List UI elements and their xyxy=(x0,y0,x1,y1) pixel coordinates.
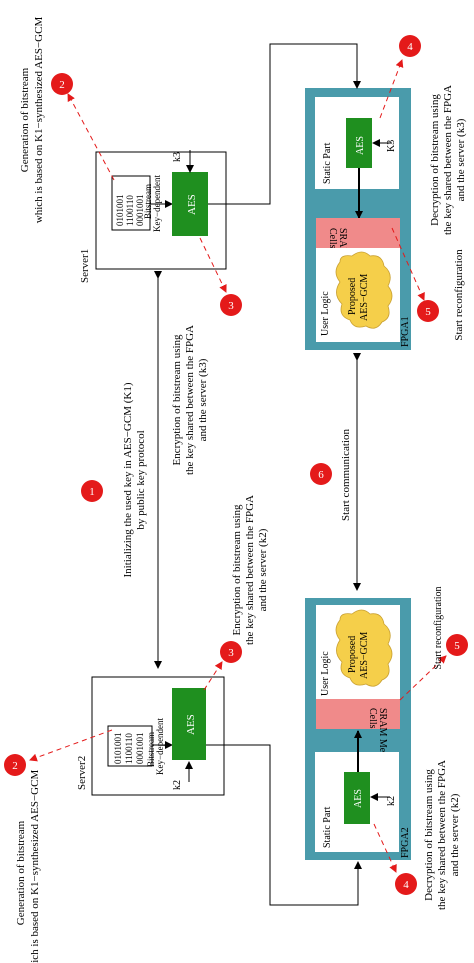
dash-2-top xyxy=(67,93,115,181)
server1-to-fpga1-link xyxy=(208,43,361,205)
enc-k2-line1: Encryption of bitstream using xyxy=(231,504,243,636)
server2-bits-2: 1100110 xyxy=(124,733,134,764)
fpga1-proposed-line1: Proposed xyxy=(347,278,358,315)
badge-4-bottom: 4 xyxy=(395,873,417,895)
server1-label: Server1 xyxy=(79,249,91,283)
fpga1-sram xyxy=(316,218,400,248)
server2-bitstream xyxy=(107,725,153,767)
fpga2: User Logic Proposed AES−GCM SRAM Memory … xyxy=(305,598,411,860)
svg-text:5: 5 xyxy=(425,306,431,318)
dash-3-bottom xyxy=(203,661,223,691)
fpga2-aes-label: AES xyxy=(353,789,364,808)
svg-text:4: 4 xyxy=(407,41,413,53)
svg-text:3: 3 xyxy=(228,647,234,659)
server1: Server1 0101001 1100110 0001001 Key−depe… xyxy=(79,150,227,283)
dash-5-bottom xyxy=(399,655,447,701)
server2-bitstream-label-2: Bitstream xyxy=(146,732,156,767)
fpga2-static-part: Static Part xyxy=(322,806,333,848)
gen-top-line1: Generation of bitstream xyxy=(19,67,31,172)
dec-k2-line2: the key shared between the FPGA xyxy=(436,760,448,910)
start-comm: Start communication xyxy=(340,429,352,521)
init-line2: by public key protocol xyxy=(135,430,147,529)
svg-text:5: 5 xyxy=(454,640,460,652)
svg-text:3: 3 xyxy=(228,300,234,312)
enc-k3-line2: the key shared between the FPGA xyxy=(184,325,196,475)
dash-4-top xyxy=(379,59,404,119)
fpga1-user-logic: User Logic xyxy=(320,291,331,336)
svg-text:1: 1 xyxy=(89,486,95,498)
fpga2-proposed-line2: AES−GCM xyxy=(359,632,370,679)
svg-text:6: 6 xyxy=(318,469,324,481)
server2-aes-label: AES xyxy=(185,714,197,735)
svg-text:4: 4 xyxy=(403,879,409,891)
enc-k3-line3: and the server (k3) xyxy=(197,358,209,441)
server1-bits-3: 0001001 xyxy=(135,195,145,227)
server2-aes xyxy=(172,688,206,760)
badge-2-top: 2 xyxy=(51,73,73,95)
server1-bits-1: 0101001 xyxy=(115,195,125,227)
fpga2-sram xyxy=(316,699,400,729)
fpga1-proposed-line2: AES−GCM xyxy=(359,274,370,321)
init-line1: Initializing the used key in AES−GCM (K1… xyxy=(122,382,134,577)
server2: Server2 0101001 1100110 0001001 Key−depe… xyxy=(76,676,225,796)
server1-aes-label: AES xyxy=(186,194,198,215)
svg-text:2: 2 xyxy=(59,79,65,91)
gen-bottom-line1: Generation of bitstream xyxy=(15,820,27,925)
fpga2-proposed-line1: Proposed xyxy=(347,636,358,673)
fpga2-sram-line1: SRAM Memory xyxy=(377,708,388,773)
fpga2-user-logic: User Logic xyxy=(320,651,331,696)
server1-bitstream xyxy=(111,175,151,231)
badge-1: 1 xyxy=(81,480,103,502)
server2-key-label: k2 xyxy=(172,780,183,790)
fpga2-sram-line2: Cells xyxy=(367,708,378,729)
start-reconf-bottom: Start reconfiguration xyxy=(433,586,444,669)
dec-k3-line2: the key shared between the FPGA xyxy=(442,85,454,235)
badge-5-bottom: 5 xyxy=(446,634,468,656)
badge-3-bottom: 3 xyxy=(220,641,242,663)
fpga1-proposed-cloud xyxy=(335,251,393,329)
server1-bitstream-label-2: Bitstream xyxy=(143,184,153,219)
badge-2-bottom: 2 xyxy=(4,754,26,776)
badge-5-top: 5 xyxy=(417,300,439,322)
enc-k2-line2: the key shared between the FPGA xyxy=(244,495,256,645)
dash-5-top xyxy=(391,227,425,301)
fpga1-aes xyxy=(346,118,372,168)
fpga1: Static Part AES K3 SRAM Memory Cells Use… xyxy=(305,88,411,350)
server2-to-fpga2-link xyxy=(206,744,362,906)
fpga2-key-label: k2 xyxy=(386,796,397,806)
fpga1-key-label: K3 xyxy=(386,140,397,152)
dash-2-bottom xyxy=(29,729,113,762)
fpga1-static-part: Static Part xyxy=(322,142,333,184)
dec-k3-line1: Decryption of bitstream using xyxy=(429,94,441,226)
start-reconf-top: Start reconfiguration xyxy=(453,249,465,341)
server1-aes xyxy=(172,172,208,236)
badge-4-top: 4 xyxy=(399,35,421,57)
svg-text:2: 2 xyxy=(12,760,18,772)
fpga2-aes xyxy=(344,772,370,824)
server2-bits-1: 0101001 xyxy=(113,733,123,765)
fpga1-aes-label: AES xyxy=(355,136,366,155)
dec-k2-line3: and the server (k2) xyxy=(449,793,461,876)
server1-key-label: k3 xyxy=(172,152,183,162)
server1-bitstream-label-1: Key−dependent xyxy=(152,174,162,232)
fpga2-proposed-cloud xyxy=(335,609,393,687)
gen-bottom-line2: which is based on K1−synthesized AES−GCM xyxy=(29,770,41,963)
enc-k3-line1: Encryption of bitstream using xyxy=(171,334,183,466)
dec-k2-line1: Decryption of bitstream using xyxy=(423,769,435,901)
badge-3-top: 3 xyxy=(220,294,242,316)
fpga2-label: FPGA2 xyxy=(400,827,411,858)
server2-bitstream-label-1: Key−dependent xyxy=(155,717,165,775)
server1-bits-2: 1100110 xyxy=(125,195,135,226)
enc-k2-line3: and the server (k2) xyxy=(257,528,269,611)
fpga1-label: FPGA1 xyxy=(400,316,411,347)
fpga1-sram-line2: Cells xyxy=(327,228,338,249)
server2-bits-3: 0001001 xyxy=(135,733,145,765)
badge-6: 6 xyxy=(310,463,332,485)
dash-3-top xyxy=(199,237,227,293)
gen-top-line2: which is based on K1−synthesized AES−GCM xyxy=(33,17,45,224)
server2-label: Server2 xyxy=(76,756,88,790)
dec-k3-line3: and the server (k3) xyxy=(455,118,467,201)
